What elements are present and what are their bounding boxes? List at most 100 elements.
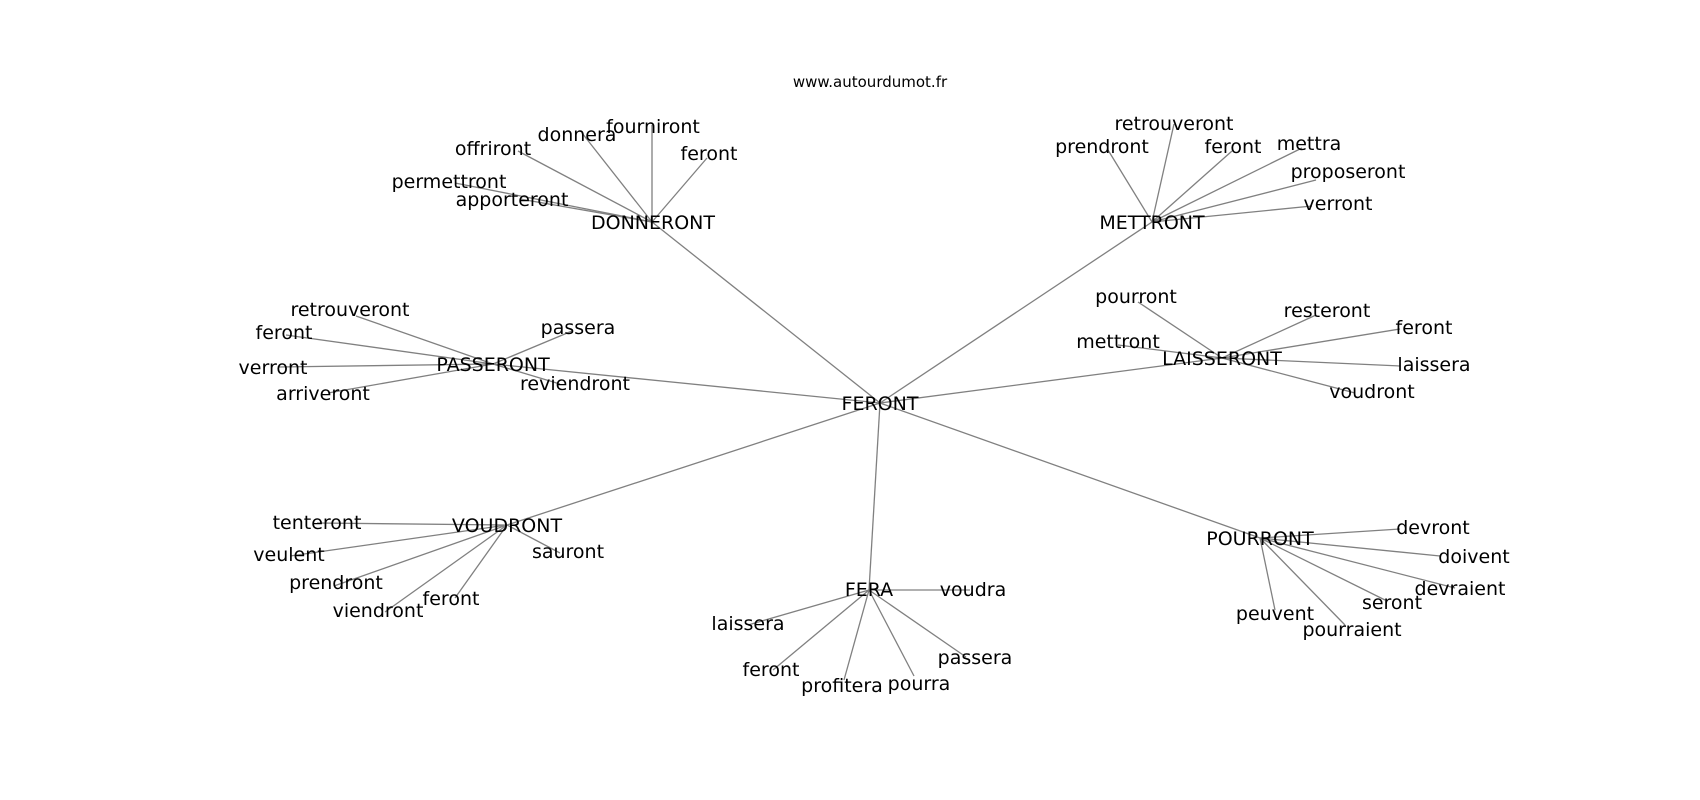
edge-pourront-pourraient <box>1259 537 1346 626</box>
edge-donneront-offriront <box>517 150 653 223</box>
hub-node-laisseront[interactable]: LAISSERONT <box>1162 348 1282 370</box>
leaf-node-mettront-feront[interactable]: feront <box>1205 136 1262 158</box>
edge-passeront-passera <box>492 330 573 365</box>
leaf-node-mettront-proposeront[interactable]: proposeront <box>1291 161 1406 183</box>
leaf-node-donneront-fourniront[interactable]: fourniront <box>606 116 700 138</box>
center-node[interactable]: FERONT <box>842 393 919 415</box>
leaf-node-mettront-mettra[interactable]: mettra <box>1277 133 1342 155</box>
leaf-node-pourront-devront[interactable]: devront <box>1396 517 1470 539</box>
edge-voudront-sauront <box>506 524 561 554</box>
edge-passeront-verront <box>277 363 494 368</box>
edge-pourront-peuvent <box>1259 537 1276 611</box>
edge-center-voudront <box>506 402 881 526</box>
leaf-node-laisseront-feront[interactable]: feront <box>1396 317 1453 339</box>
leaf-node-laisseront-pourront[interactable]: pourront <box>1095 286 1177 308</box>
leaf-node-laisseront-resteront[interactable]: resteront <box>1284 300 1371 322</box>
edge-passeront-reviendront <box>492 363 561 385</box>
edge-voudront-tenteront <box>316 522 508 526</box>
leaf-node-fera-laissera[interactable]: laissera <box>711 613 784 635</box>
leaf-node-laisseront-laissera[interactable]: laissera <box>1397 354 1470 376</box>
edge-center-laisseront <box>879 357 1223 404</box>
leaf-node-passeront-arriveront[interactable]: arriveront <box>276 383 370 405</box>
leaf-node-donneront-feront[interactable]: feront <box>681 143 738 165</box>
edge-center-donneront <box>651 221 881 404</box>
leaf-node-donneront-offriront[interactable]: offriront <box>455 138 531 160</box>
edge-mettront-proposeront <box>1151 179 1317 223</box>
edge-passeront-feront <box>285 334 494 365</box>
edge-laisseront-resteront <box>1221 314 1317 359</box>
edge-pourront-devront <box>1259 528 1401 539</box>
leaf-node-fera-feront[interactable]: feront <box>743 659 800 681</box>
leaf-node-mettront-retrouveront[interactable]: retrouveront <box>1114 113 1233 135</box>
edge-laisseront-feront <box>1221 328 1401 359</box>
leaf-node-laisseront-mettront[interactable]: mettront <box>1076 331 1160 353</box>
leaf-node-voudront-sauront[interactable]: sauront <box>532 541 604 563</box>
edge-center-passeront <box>492 363 881 404</box>
edge-voudront-viendront <box>384 524 508 613</box>
edge-pourront-seront <box>1259 537 1386 601</box>
edge-layer <box>277 123 1456 681</box>
leaf-node-pourront-pourraient[interactable]: pourraient <box>1302 619 1401 641</box>
hub-node-donneront[interactable]: DONNERONT <box>591 212 715 234</box>
hub-node-mettront[interactable]: METTRONT <box>1099 212 1205 234</box>
leaf-node-donneront-apporteront[interactable]: apporteront <box>456 189 569 211</box>
leaf-node-pourront-peuvent[interactable]: peuvent <box>1236 603 1314 625</box>
source-watermark: www.autourdumot.fr <box>793 73 948 91</box>
edge-voudront-veulent <box>289 524 508 557</box>
leaf-node-pourront-doivent[interactable]: doivent <box>1438 546 1509 568</box>
edge-donneront-donnera <box>581 132 653 223</box>
edge-passeront-retrouveront <box>355 315 494 365</box>
edge-fera-passera <box>868 589 967 658</box>
edge-fera-laissera <box>747 589 870 626</box>
leaf-node-voudront-veulent[interactable]: veulent <box>253 544 324 566</box>
edge-voudront-feront <box>454 524 508 599</box>
leaf-node-fera-profitera[interactable]: profitera <box>801 675 883 697</box>
leaf-node-pourront-devraient[interactable]: devraient <box>1415 578 1506 600</box>
edge-center-pourront <box>879 402 1261 539</box>
leaf-node-laisseront-voudront[interactable]: voudront <box>1329 381 1414 403</box>
leaf-node-pourront-seront[interactable]: seront <box>1362 592 1422 614</box>
leaf-node-donneront-donnera[interactable]: donnera <box>538 124 617 146</box>
edge-fera-pourra <box>868 589 915 677</box>
edge-mettront-prendront <box>1107 149 1153 223</box>
edge-pourront-doivent <box>1259 537 1441 557</box>
edge-donneront-feront <box>651 157 708 223</box>
leaf-node-passeront-reviendront[interactable]: reviendront <box>520 373 630 395</box>
leaf-node-voudront-viendront[interactable]: viendront <box>333 600 424 622</box>
leaf-node-passeront-feront[interactable]: feront <box>256 322 313 344</box>
edge-mettront-mettra <box>1151 147 1303 223</box>
edge-voudront-prendront <box>333 524 508 587</box>
leaf-node-voudront-feront[interactable]: feront <box>423 588 480 610</box>
edge-mettront-verront <box>1151 205 1313 223</box>
leaf-node-voudront-prendront[interactable]: prendront <box>289 572 383 594</box>
leaf-node-passeront-retrouveront[interactable]: retrouveront <box>290 299 409 321</box>
leaf-node-donneront-permettront[interactable]: permettront <box>392 171 507 193</box>
leaf-node-mettront-prendront[interactable]: prendront <box>1055 136 1149 158</box>
edge-mettront-retrouveront <box>1151 123 1175 223</box>
leaf-node-mettront-verront[interactable]: verront <box>1304 193 1373 215</box>
leaf-node-fera-voudra[interactable]: voudra <box>940 579 1006 601</box>
edge-fera-profitera <box>843 589 870 681</box>
edge-fera-feront <box>772 589 870 671</box>
edge-mettront-feront <box>1151 150 1233 223</box>
edge-center-mettront <box>879 221 1153 404</box>
edge-laisseront-laissera <box>1221 357 1401 367</box>
edge-laisseront-voudront <box>1221 357 1356 394</box>
hub-node-pourront[interactable]: POURRONT <box>1206 528 1314 550</box>
edge-passeront-arriveront <box>327 363 494 394</box>
leaf-node-passeront-verront[interactable]: verront <box>239 357 308 379</box>
edge-center-fera <box>868 402 881 591</box>
edge-laisseront-pourront <box>1137 301 1223 359</box>
leaf-node-voudront-tenteront[interactable]: tenteront <box>273 512 362 534</box>
hub-node-voudront[interactable]: VOUDRONT <box>452 515 563 537</box>
leaf-node-fera-passera[interactable]: passera <box>938 647 1013 669</box>
edge-laisseront-mettront <box>1117 344 1223 359</box>
edge-donneront-apporteront <box>519 198 653 223</box>
leaf-node-passeront-passera[interactable]: passera <box>541 317 616 339</box>
hub-node-fera[interactable]: FERA <box>845 579 893 601</box>
hub-node-passeront[interactable]: PASSERONT <box>436 354 550 376</box>
edge-pourront-devraient <box>1259 537 1456 589</box>
leaf-node-fera-pourra[interactable]: pourra <box>888 673 951 695</box>
